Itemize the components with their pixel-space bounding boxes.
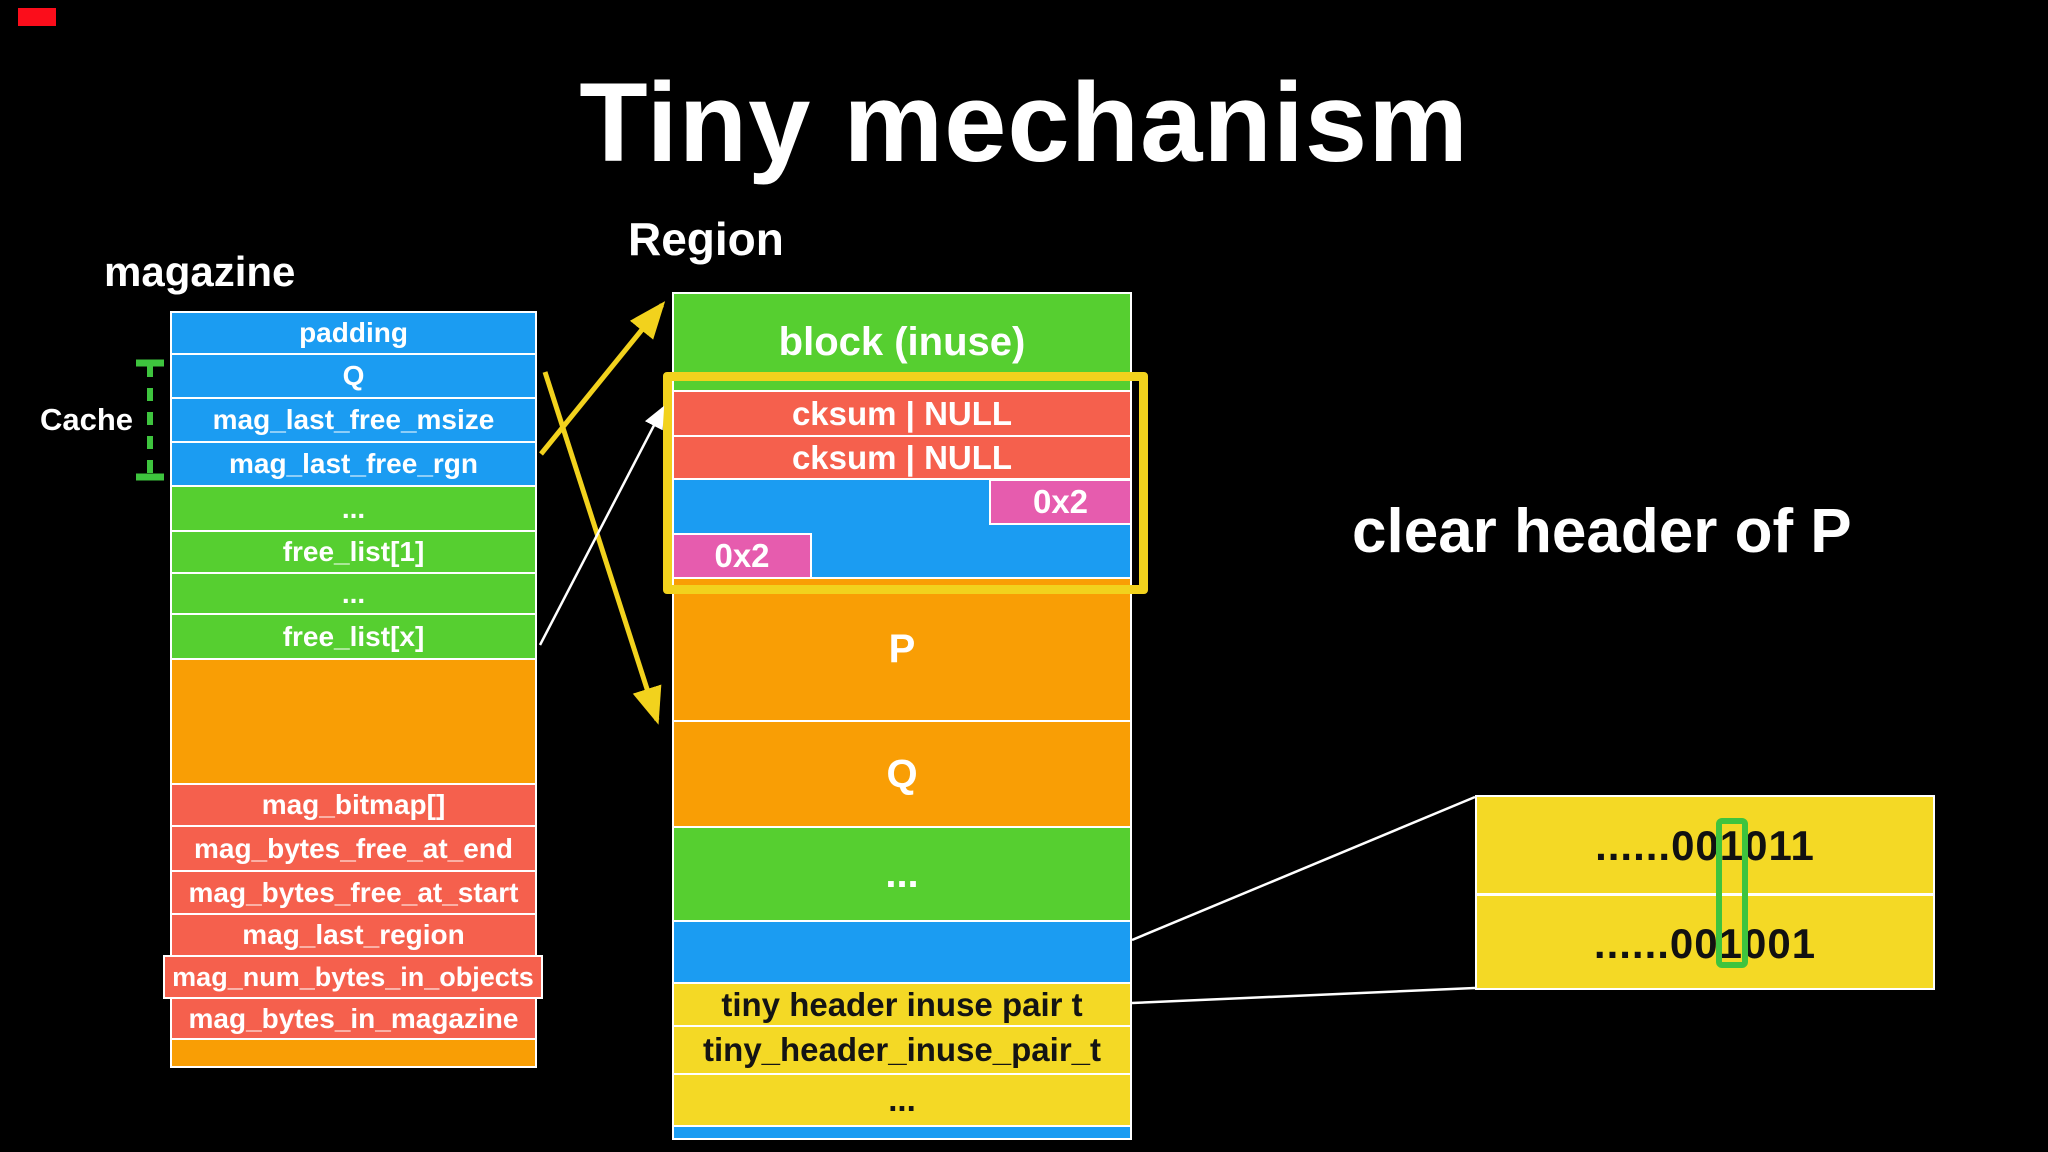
pink-tag-0x2-left: 0x2 — [672, 533, 812, 579]
arrow-to-block-inuse — [539, 301, 666, 456]
magazine-row-free-list-x: free_list[x] — [170, 613, 537, 660]
magazine-row-mag-bytes-free-at-end: mag_bytes_free_at_end — [170, 825, 537, 872]
region-row-tiny-header-1: tiny header inuse pair t — [672, 982, 1132, 1027]
zoom-connector-top — [1131, 795, 1476, 942]
region-label: Region — [628, 213, 784, 265]
magazine-row-free-list-1: free_list[1] — [170, 530, 537, 574]
magazine-row-mag-bytes-free-at-start: mag_bytes_free_at_start — [170, 870, 537, 915]
clear-header-annotation: clear header of P — [1352, 497, 1852, 566]
region-row-q: Q — [672, 720, 1132, 828]
region-row-blue-2 — [672, 920, 1132, 984]
magazine-row-ellipsis-2: ... — [170, 572, 537, 615]
crayon-highlight-box — [663, 372, 1148, 594]
bits-divider — [1477, 893, 1933, 896]
magazine-row-padding: padding — [170, 311, 537, 355]
magazine-row-mag-bitmap: mag_bitmap[] — [170, 783, 537, 827]
region-row-tiny-header-2: tiny_header_inuse_pair_t — [672, 1025, 1132, 1075]
magazine-row-ellipsis-1: ... — [170, 485, 537, 532]
bits-zoom-box: ......001011 ......001001 — [1475, 795, 1935, 990]
pink-tag-0x2-right: 0x2 — [989, 479, 1132, 525]
cache-bracket — [136, 359, 164, 481]
crayon-bit-column-box — [1716, 818, 1748, 968]
bits-row-before: ......001011 — [1595, 821, 1815, 869]
slide-title: Tiny mechanism — [579, 60, 1469, 185]
magazine-row-mag-last-free-rgn: mag_last_free_rgn — [170, 441, 537, 487]
magazine-spacer-top — [170, 658, 537, 785]
magazine-row-mag-last-region: mag_last_region — [170, 913, 537, 957]
region-row-tiny-ellipsis: ... — [672, 1073, 1132, 1127]
bits-row-after: ......001001 — [1593, 919, 1817, 967]
magazine-spacer-bottom — [170, 1038, 537, 1068]
arrow-to-cksum — [538, 405, 665, 646]
magazine-row-mag-bytes-in-magazine: mag_bytes_in_magazine — [170, 997, 537, 1040]
region-row-ellipsis: ... — [672, 826, 1132, 922]
arrow-to-q-block — [542, 371, 662, 725]
magazine-row-mag-last-free-msize: mag_last_free_msize — [170, 397, 537, 443]
recording-indicator — [18, 8, 56, 26]
magazine-row-q: Q — [170, 353, 537, 399]
region-row-p: P — [672, 577, 1132, 722]
region-row-blue-sliver — [672, 1125, 1132, 1140]
cache-label: Cache — [40, 402, 134, 437]
magazine-row-mag-num-bytes-in-objects: mag_num_bytes_in_objects — [163, 955, 543, 999]
magazine-label: magazine — [104, 248, 296, 295]
zoom-connector-bottom — [1131, 986, 1476, 1005]
region-row-cksum-2: cksum | NULL — [672, 435, 1132, 480]
